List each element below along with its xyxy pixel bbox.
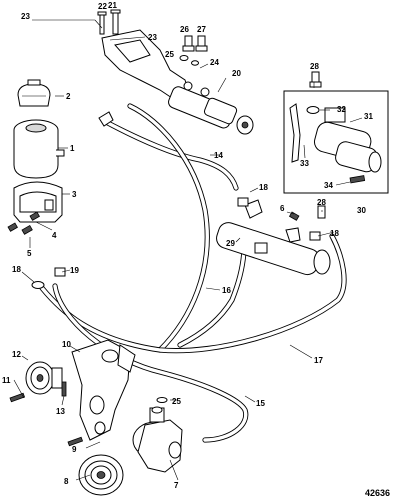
reservoir-cap [17,79,51,107]
callout-34: 34 [324,181,333,190]
callout-9: 9 [72,445,77,454]
leader-lines [13,19,363,481]
fitting-18-left [31,281,45,289]
clamp-33 [289,103,301,163]
pump-bracket [71,339,136,441]
hose-17 [39,233,347,354]
bolt-13 [61,381,67,397]
callout-18-cooler-top: 18 [259,183,268,192]
pump-pulley [78,454,124,496]
bolt-6 [288,211,300,221]
reservoir-bracket [13,181,63,223]
callout-10: 10 [62,340,71,349]
hose-15 [52,283,249,443]
callout-33: 33 [300,159,309,168]
power-steering-pump [132,406,183,473]
callout-18-cooler-right: 18 [330,229,339,238]
fluid-cooler [216,199,331,276]
screw-5 [7,222,33,235]
bolt-11 [9,392,26,403]
callout-19: 19 [70,266,79,275]
callout-18-left: 18 [12,265,21,274]
fitting-19 [54,267,66,277]
o-ring-24 [191,60,199,66]
callout-30: 30 [357,206,366,215]
callout-5: 5 [27,249,32,258]
callout-28-inset: 28 [310,62,319,71]
callout-27: 27 [197,25,206,34]
hose-14-lower [177,237,247,348]
fitting-28-cooler [317,205,326,219]
pin-22 [97,11,107,35]
callout-4: 4 [52,231,57,240]
hose-16 [127,103,210,353]
cooler-31 [313,107,382,173]
fitting-28-inset [309,71,322,88]
callout-11: 11 [2,376,11,385]
callout-15: 15 [256,399,265,408]
fitting-27 [195,35,208,52]
callout-25-pump: 25 [172,397,181,406]
washer-32 [306,106,320,114]
callout-3: 3 [72,190,77,199]
callout-8: 8 [64,477,69,486]
pin-21 [110,9,121,35]
fluid-reservoir [13,119,65,179]
bolt-34 [349,175,366,184]
fitting-18-cooler-left [237,197,249,207]
callout-29: 29 [226,239,235,248]
callouts: 23 22 21 23 26 27 25 24 20 2 1 3 4 5 14 … [2,1,373,490]
bolt-9 [67,436,84,447]
o-ring-25-top [179,55,189,61]
callout-1: 1 [70,144,75,153]
steering-actuator [101,29,254,135]
callout-14: 14 [214,151,223,160]
figure-id: 42636 [365,488,390,498]
callout-26: 26 [180,25,189,34]
callout-12: 12 [12,350,21,359]
callout-24: 24 [210,58,219,67]
callout-13: 13 [56,407,65,416]
idler-pulley [25,361,63,395]
callout-17: 17 [314,356,323,365]
callout-28-cooler: 28 [317,198,326,207]
callout-32: 32 [337,105,346,114]
o-ring-25-pump [156,397,168,403]
hose-14 [98,111,239,191]
callout-6: 6 [280,204,285,213]
callout-7: 7 [174,481,179,490]
callout-31: 31 [364,112,373,121]
fitting-18-cooler-right [309,231,321,241]
callout-21: 21 [108,1,117,10]
callout-16: 16 [222,286,231,295]
callout-25-top: 25 [165,50,174,59]
callout-20: 20 [232,69,241,78]
callout-2: 2 [66,92,71,101]
screw-4 [29,211,40,221]
callout-23-top: 23 [21,12,30,21]
callout-23-right: 23 [148,33,157,42]
callout-22: 22 [98,2,107,11]
fitting-26 [182,35,195,52]
